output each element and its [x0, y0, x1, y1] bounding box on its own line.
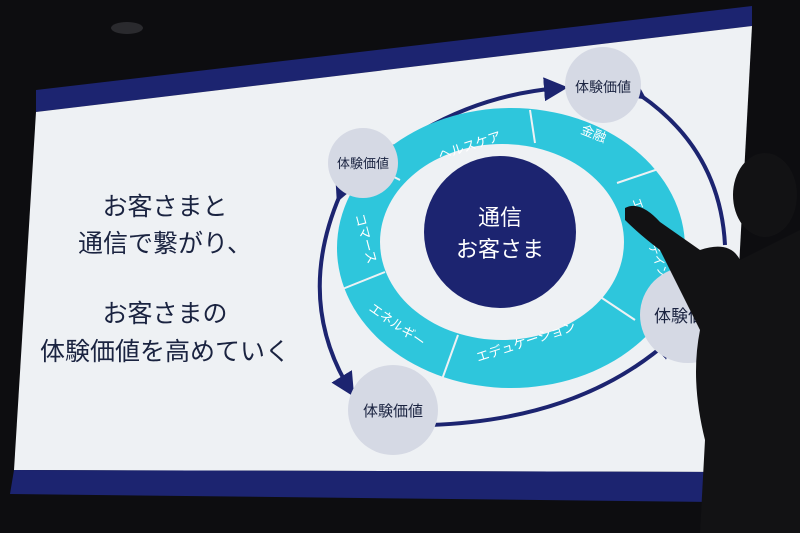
bubble-bottom-label: 体験価値 — [363, 402, 423, 420]
bubble-left-label: 体験価値 — [337, 156, 389, 172]
headline-line-3: お客さまの — [102, 299, 227, 328]
arrow-right — [620, 76, 727, 246]
center-circle — [424, 156, 576, 308]
center-text-1: 通信 — [478, 206, 522, 231]
ceiling-light — [111, 22, 143, 34]
headline-line-4: 体験価値を高めていく — [40, 337, 290, 366]
top-band — [36, 6, 752, 112]
arrow-bottom — [413, 334, 676, 438]
arrow-left — [317, 175, 358, 397]
bubble-top — [565, 47, 641, 123]
center-text-2: お客さま — [456, 238, 544, 263]
headline-line-1: お客さまと — [102, 192, 227, 221]
bubble-top-label: 体験価値 — [575, 80, 631, 96]
bottom-band — [10, 470, 728, 502]
bubble-bottom — [348, 365, 438, 455]
headline-line-2: 通信で繋がり、 — [78, 229, 252, 258]
bubble-left — [328, 128, 398, 198]
presenter-silhouette — [625, 153, 800, 533]
